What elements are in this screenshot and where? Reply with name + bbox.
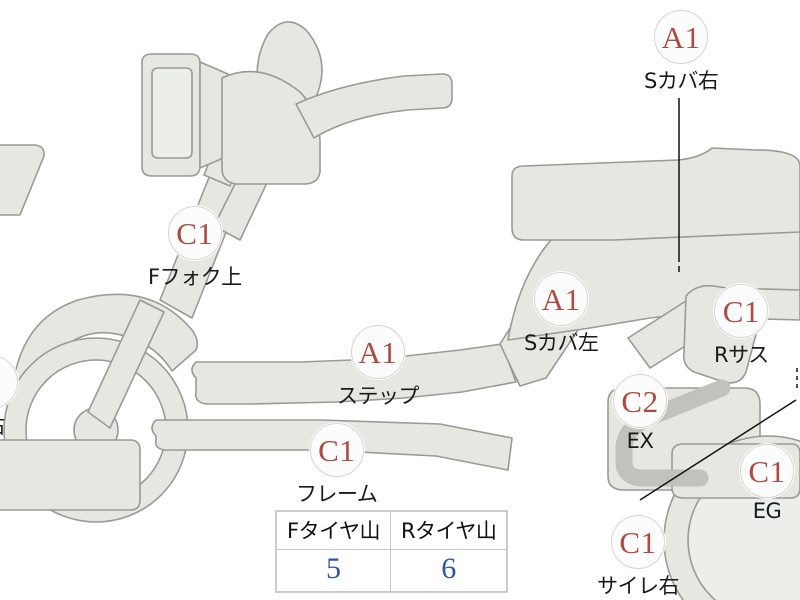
annotation-label: Fフォク上 [148, 265, 242, 289]
grade-badge[interactable]: C1 [740, 444, 794, 498]
grade-badge[interactable]: A1 [654, 10, 709, 64]
tire-tread-table: Fタイヤ山 Rタイヤ山 5 6 [276, 511, 508, 592]
grade-badge[interactable]: C1 [309, 423, 364, 477]
seat [511, 147, 800, 241]
annotation-clipped-left[interactable]: ン右 [0, 355, 18, 440]
grade-badge[interactable]: A1 [534, 272, 589, 326]
annotation-label: ン右 [0, 410, 6, 440]
table-row: 5 6 [276, 549, 508, 592]
annotation-label: Rサス [714, 343, 769, 367]
grade-badge[interactable]: A1 [351, 325, 405, 379]
annotation-s-cover-right[interactable]: A1 Sカバ右 [644, 10, 719, 95]
column-header-front-tire: Fタイヤ山 [276, 511, 391, 550]
grade-badge[interactable]: C1 [611, 515, 665, 569]
table-header-row: Fタイヤ山 Rタイヤ山 [276, 511, 508, 550]
value-rear-tire: 6 [389, 549, 508, 592]
front-fork-lower [87, 299, 165, 429]
grade-badge[interactable]: C2 [613, 374, 667, 428]
left-clipped-panel [0, 144, 45, 216]
annotation-step[interactable]: A1 ステップ [337, 325, 420, 410]
floorboard-step [191, 343, 517, 405]
annotation-label: フレーム [296, 482, 378, 506]
annotation-label: EG [752, 499, 782, 523]
headlight-lens [151, 67, 193, 159]
leader-line-silencer-right [639, 399, 797, 501]
annotation-silencer-right[interactable]: C1 サイレ右 [597, 515, 680, 600]
annotation-exhaust[interactable]: C2 EX [613, 374, 667, 453]
handlebar-cowl [221, 70, 321, 185]
annotation-s-cover-left[interactable]: A1 Sカバ左 [524, 272, 599, 357]
annotation-label: Sカバ左 [524, 331, 599, 355]
annotation-frame[interactable]: C1 フレーム [296, 423, 378, 508]
handlebar-grip [295, 73, 453, 139]
annotation-engine[interactable]: C1 EG [740, 444, 794, 523]
annotation-label: ステップ [337, 384, 420, 408]
grade-badge[interactable]: C1 [714, 284, 769, 338]
annotation-label: EX [626, 429, 654, 453]
annotation-rear-susp[interactable]: C1 Rサス [714, 284, 769, 369]
annotation-f-fork-upper[interactable]: C1 Fフォク上 [148, 206, 242, 291]
grade-badge[interactable]: C1 [167, 206, 222, 260]
value-front-tire: 5 [276, 549, 391, 592]
annotation-label: サイレ右 [597, 574, 680, 598]
grade-badge[interactable] [0, 355, 18, 409]
column-header-rear-tire: Rタイヤ山 [389, 511, 508, 550]
front-lower-box [0, 439, 141, 511]
annotation-label: Sカバ右 [644, 69, 719, 93]
